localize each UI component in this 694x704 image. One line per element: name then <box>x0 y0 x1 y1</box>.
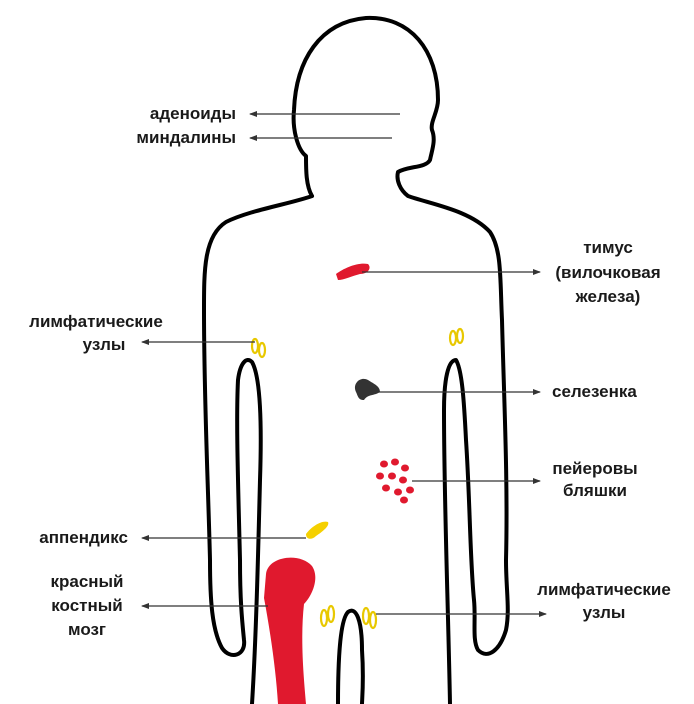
label-bone-marrow-1: красный <box>50 572 123 591</box>
body-outline <box>204 18 508 704</box>
body-silhouette <box>294 18 508 704</box>
label-spleen: селезенка <box>552 382 637 401</box>
lymph-node-left-armpit-1 <box>252 339 258 353</box>
label-lymph-lower-1: лимфатические <box>537 580 671 599</box>
lymph-node-left-armpit-2 <box>259 343 265 357</box>
label-lymph-lower-2: узлы <box>583 603 626 622</box>
label-lymph-upper-1: лимфатические <box>29 312 163 331</box>
label-appendix: аппендикс <box>39 528 128 547</box>
lymph-node-groin-right-2 <box>370 612 376 628</box>
lymph-node-groin-left-2 <box>328 606 334 622</box>
body-legs <box>338 611 363 704</box>
label-tonsils: миндалины <box>136 128 236 147</box>
label-bone-marrow-2: костный <box>51 596 122 615</box>
label-adenoids: аденоиды <box>150 104 236 123</box>
label-thymus-1: тимус <box>583 238 633 257</box>
label-thymus-3: железа) <box>575 287 641 306</box>
lymph-node-groin-left-1 <box>321 610 327 626</box>
spleen-shape <box>355 379 380 400</box>
lymph-node-right-armpit-1 <box>450 331 456 345</box>
label-thymus-2: (вилочковая <box>555 263 660 282</box>
bone-marrow-shape <box>264 558 315 704</box>
lymph-node-right-armpit-2 <box>457 329 463 343</box>
label-bone-marrow-3: мозг <box>68 620 106 639</box>
label-lymph-upper-2: узлы <box>83 335 126 354</box>
lymph-node-groin-right-1 <box>363 608 369 624</box>
peyers-patches-shape <box>376 459 414 504</box>
appendix-shape <box>306 522 328 539</box>
label-peyers-2: бляшки <box>563 481 627 500</box>
label-peyers-1: пейеровы <box>552 459 637 478</box>
